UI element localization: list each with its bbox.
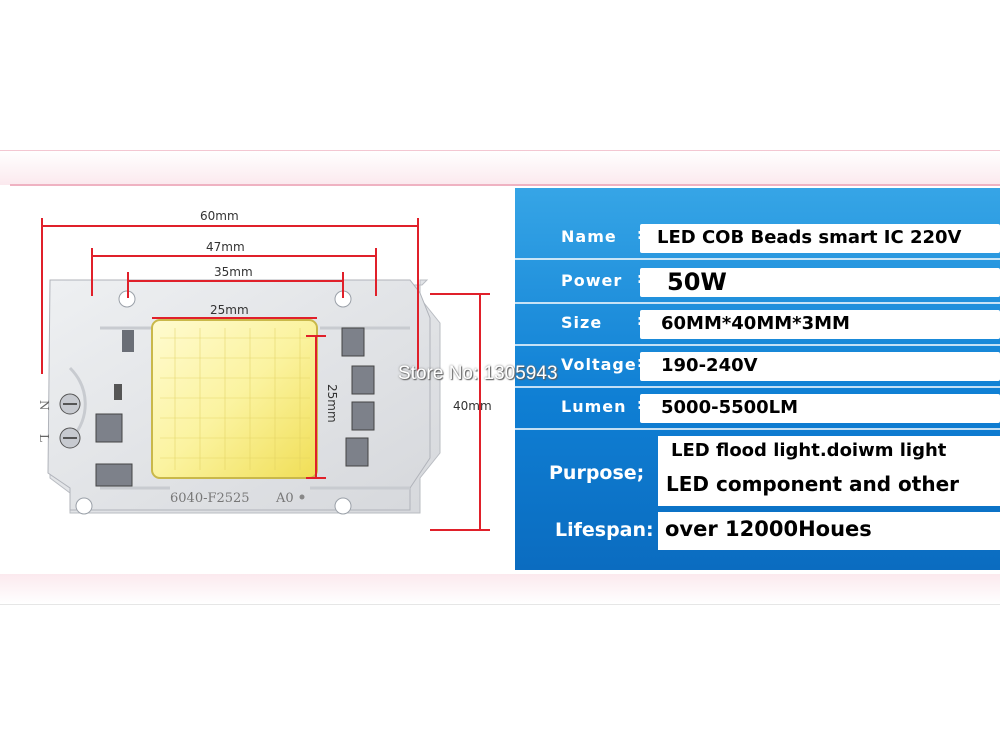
cob-chip (151, 319, 318, 479)
chip-grid (160, 328, 310, 470)
spec-label-voltage: Voltage (561, 355, 637, 374)
ic-left-bottom (95, 463, 133, 487)
dim-35mm: 35mm (214, 265, 253, 279)
ic-right-4 (345, 437, 369, 467)
board-model-marking: 6040-F2525 (170, 491, 250, 506)
store-watermark: Store No: 1305943 (398, 363, 558, 384)
spec-row-lumen: Lumen : 5000-5500LM (515, 388, 1000, 430)
spec-value-power: 50W (667, 268, 727, 296)
purpose-line-2: LED component and other (666, 472, 960, 496)
spec-label-size: Size (561, 313, 603, 332)
board-rev-marking: A0 (275, 491, 294, 506)
dim-47mm: 47mm (206, 240, 245, 254)
ic-right-3 (351, 401, 375, 431)
mount-hole-bottom-right (334, 497, 352, 515)
ic-left-middle (95, 413, 123, 443)
spec-label-lumen: Lumen (561, 397, 627, 416)
component-left-top (122, 330, 134, 352)
spec-value-lumen: 5000-5500LM (661, 397, 799, 418)
bottom-band (0, 574, 1000, 605)
cob-dimension-diagram: N L 6040-F2525 A0 60mm 47mm 35mm 25mm 25… (37, 209, 492, 531)
spec-value-lifespan-box: over 12000Houes (658, 512, 1000, 550)
purpose-line-1: LED flood light.doiwm light (671, 440, 947, 461)
ic-right-1 (341, 327, 365, 357)
spec-value-purpose: LED flood light.doiwm light LED componen… (658, 436, 1000, 506)
dim-25mm-vertical: 25mm (325, 384, 339, 423)
dim-40mm: 40mm (453, 399, 492, 413)
spec-row-voltage: Voltage : 190-240V (515, 346, 1000, 388)
spec-value-voltage: 190-240V (661, 355, 758, 376)
top-band (0, 150, 1000, 185)
spec-row-size: Size : 60MM*40MM*3MM (515, 304, 1000, 346)
mount-hole-bottom-left (75, 497, 93, 515)
spec-row-name: Name : LED COB Beads smart IC 220V (515, 218, 1000, 260)
spec-label-name: Name (561, 227, 617, 246)
component-left-small (114, 384, 122, 400)
dim-25mm-horizontal: 25mm (210, 303, 249, 317)
spec-label-purpose: Purpose; (549, 462, 645, 484)
spec-label-lifespan: Lifespan: (555, 519, 654, 541)
spec-value-name: LED COB Beads smart IC 220V (657, 227, 962, 248)
spec-value-size: 60MM*40MM*3MM (661, 313, 850, 334)
spec-label-power: Power (561, 271, 623, 290)
terminal-label-l: L (37, 434, 51, 442)
dim-60mm: 60mm (200, 209, 239, 223)
terminal-label-n: N (37, 400, 51, 411)
spec-value-lifespan: over 12000Houes (665, 517, 872, 541)
spec-row-power: Power : 50W (515, 262, 1000, 304)
ic-right-2 (351, 365, 375, 395)
spec-panel: Name : LED COB Beads smart IC 220V Power… (515, 188, 1000, 570)
